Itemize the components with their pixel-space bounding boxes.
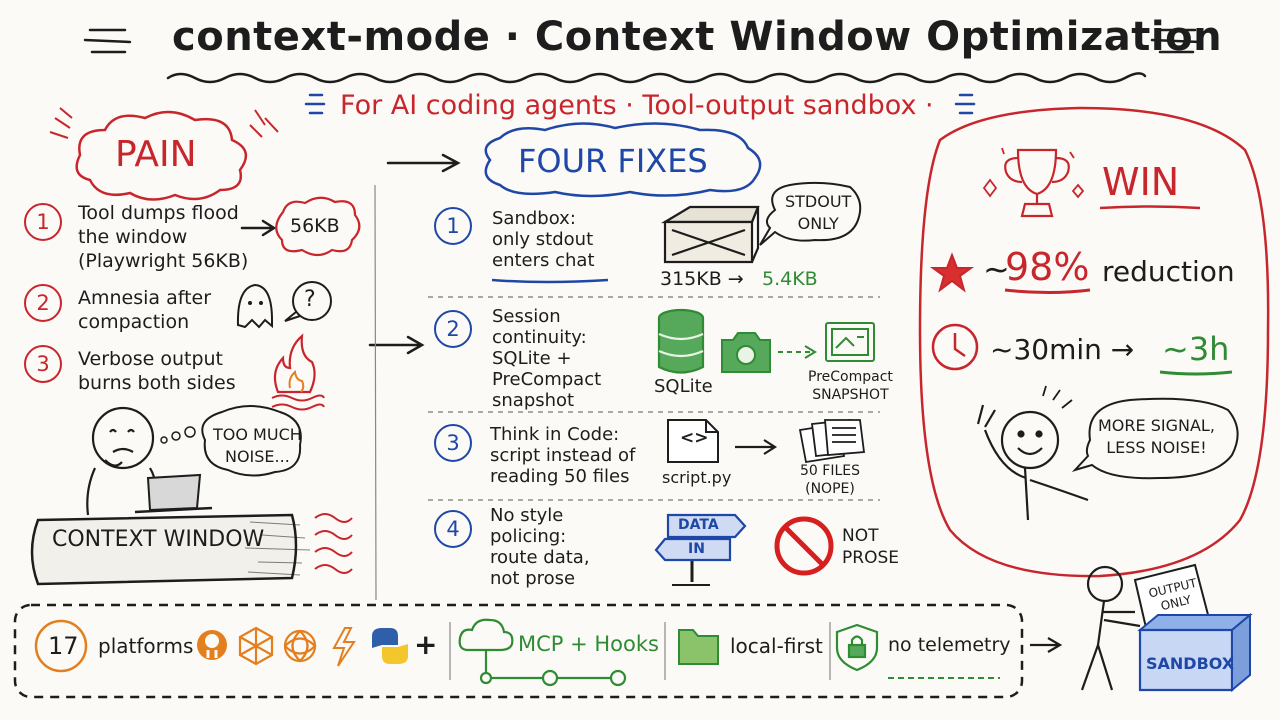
question-bubble (292, 281, 332, 321)
stdout-only-text: STDOUT ONLY (785, 192, 852, 233)
reduction-suffix: reduction (1102, 255, 1235, 288)
script-label: script.py (662, 468, 732, 487)
bolt-icon (332, 627, 356, 667)
trophy-icon (1004, 148, 1070, 218)
no-entry-icon (774, 516, 834, 576)
snapshot-icon (825, 322, 875, 362)
footer-box (13, 603, 1024, 699)
pain-number-3: 3 (24, 345, 62, 383)
win-bubble (1071, 397, 1239, 480)
platform-count: 17 (48, 632, 79, 660)
not-prose-label: NOT PROSE (842, 526, 899, 568)
star-icon (929, 252, 975, 293)
network-icon (238, 626, 274, 666)
swirl-icon (283, 629, 317, 663)
fix-number-2: 2 (434, 310, 472, 348)
crate-icon (661, 205, 760, 264)
fix1-underline (491, 278, 609, 284)
plus-sign: + (414, 628, 438, 661)
local-first-label: local-first (730, 634, 823, 658)
fix-item-2: Session continuity: SQLite + PreCompact … (492, 306, 602, 411)
database-icon (657, 308, 705, 374)
pain-number-2: 2 (24, 284, 62, 322)
pain-cloud (75, 110, 248, 201)
sandbox-label: SANDBOX (1146, 654, 1235, 673)
arrow-to-sandbox (1030, 637, 1063, 653)
worried-person (86, 406, 157, 516)
size-badge-56kb: 56KB (290, 215, 340, 237)
size-from: 315KB → (660, 268, 744, 290)
platform-count-circle (34, 619, 88, 673)
mcp-hooks-label: MCP + Hooks (518, 632, 659, 656)
context-window-bar (30, 513, 298, 586)
files-stack-icon (798, 419, 866, 464)
thought-text: TOO MUCH NOISE... (213, 425, 302, 466)
size-to: 5.4KB (762, 268, 818, 290)
title-underline-squiggle (166, 72, 1147, 84)
stdout-bubble (759, 181, 862, 246)
pain-item-1: Tool dumps flood the window (Playwright … (78, 202, 249, 272)
subtitle-dash-left (304, 93, 326, 115)
happy-person (976, 404, 1089, 521)
title-dash-right (1150, 28, 1202, 54)
github-icon (197, 630, 227, 660)
sandbox-box (1137, 612, 1253, 693)
reduction-prefix: ~ (983, 250, 1010, 288)
snapshot-label: PreCompact SNAPSHOT (808, 369, 893, 403)
code-file-icon (667, 419, 719, 463)
fix-item-1: Sandbox: only stdout enters chat (492, 208, 595, 271)
python-icon (372, 628, 408, 664)
signpost-icon (654, 513, 747, 586)
thought-bubble (201, 405, 302, 477)
files-label: 50 FILES (NOPE) (800, 463, 860, 497)
fix-number-3: 3 (434, 424, 472, 462)
platforms-label: platforms (98, 634, 194, 658)
pain-heading: PAIN (115, 134, 197, 175)
code-glyph: <> (680, 428, 709, 448)
arrow-mid (368, 335, 425, 355)
arrow-56kb (240, 219, 277, 237)
clock-icon (931, 323, 979, 371)
folder-icon (678, 629, 719, 665)
fire-icon (273, 333, 316, 394)
question-mark: ? (304, 287, 316, 312)
reduction-value: 98% (1005, 245, 1090, 289)
sqlite-label: SQLite (654, 376, 713, 397)
win-heading: WIN (1102, 160, 1180, 204)
cloud-icon (458, 618, 627, 687)
time-to: ~3h (1162, 330, 1230, 368)
56kb-blob (275, 196, 361, 257)
context-window-label: CONTEXT WINDOW (52, 527, 265, 552)
page-title: context-mode · Context Window Optimizati… (172, 14, 1223, 60)
camera-icon (721, 332, 771, 373)
win-bubble-text: MORE SIGNAL, LESS NOISE! (1098, 416, 1215, 457)
no-telemetry-label: no telemetry (888, 634, 1011, 656)
arrow-to-fixes (386, 153, 461, 173)
section-divider (374, 184, 377, 601)
page-subtitle: For AI coding agents · Tool-output sandb… (340, 90, 934, 121)
time-from: ~30min → (990, 333, 1135, 366)
laptop-icon (134, 473, 213, 514)
shield-lock-icon (835, 623, 879, 672)
fix-number-4: 4 (434, 510, 472, 548)
ghost-icon (236, 283, 273, 329)
stick-figure (1080, 565, 1141, 691)
sign-in: IN (688, 541, 705, 557)
title-dash-left (83, 28, 132, 54)
pain-item-3: Verbose output burns both sides (78, 348, 236, 394)
fixes-cloud (484, 122, 762, 198)
fix-item-4: No style policing: route data, not prose (490, 505, 590, 589)
win-circle (918, 106, 1270, 578)
fixes-heading: FOUR FIXES (518, 142, 708, 180)
sign-data: DATA (678, 517, 719, 533)
pain-item-2: Amnesia after compaction (78, 287, 212, 333)
subtitle-dash-right (954, 93, 976, 115)
pain-number-1: 1 (24, 203, 62, 241)
fix-item-3: Think in Code: script instead of reading… (490, 424, 636, 487)
fix-number-1: 1 (434, 207, 472, 245)
